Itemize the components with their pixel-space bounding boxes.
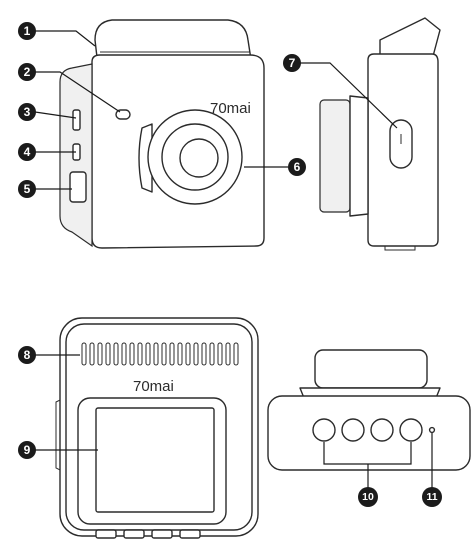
front-view: 70mai — [59, 19, 265, 249]
bottom-button-c — [370, 418, 394, 442]
leader-lines — [34, 30, 433, 488]
svg-text:3: 3 — [24, 105, 31, 119]
brand-logo-front: 70mai — [210, 100, 251, 117]
side-lens-protrusion — [319, 99, 351, 213]
callout-6: 6 — [288, 158, 306, 176]
port-slot-5 — [69, 171, 87, 203]
callout-2: 2 — [18, 63, 36, 81]
side-lens-collar — [349, 95, 369, 217]
back-view: 70mai — [55, 317, 259, 539]
svg-text:11: 11 — [426, 491, 437, 503]
bottom-button-d — [399, 418, 423, 442]
svg-text:4: 4 — [24, 145, 31, 159]
screen — [95, 407, 215, 513]
svg-text:2: 2 — [24, 65, 31, 79]
callout-3: 3 — [18, 103, 36, 121]
svg-text:8: 8 — [24, 348, 31, 362]
svg-text:9: 9 — [24, 443, 31, 457]
bottom-body — [267, 395, 471, 471]
brand-logo-back: 70mai — [133, 378, 174, 395]
bottom-button-3 — [151, 529, 173, 539]
svg-text:6: 6 — [294, 160, 301, 174]
lens-bezel-side — [138, 123, 153, 193]
lens-glass — [179, 138, 219, 178]
callout-7: 7 — [283, 54, 301, 72]
side-view — [319, 17, 441, 251]
bottom-view — [267, 349, 471, 471]
speaker-grille — [81, 342, 239, 366]
bottom-button-a — [312, 418, 336, 442]
callout-1: 1 — [18, 22, 36, 40]
port-slot-3 — [72, 109, 81, 131]
callout-5: 5 — [18, 180, 36, 198]
callout-4: 4 — [18, 143, 36, 161]
callout-8: 8 — [18, 346, 36, 364]
callout-9: 9 — [18, 441, 36, 459]
svg-text:1: 1 — [24, 24, 31, 38]
bottom-button-4 — [179, 529, 201, 539]
reset-hole — [428, 426, 436, 434]
bottom-mount — [314, 349, 428, 389]
svg-text:5: 5 — [24, 182, 31, 196]
bottom-button-2 — [123, 529, 145, 539]
callout-11: 11 — [422, 487, 442, 507]
bottom-button-b — [341, 418, 365, 442]
svg-text:7: 7 — [289, 56, 296, 70]
svg-text:10: 10 — [362, 491, 374, 503]
callout-10: 10 — [358, 487, 378, 507]
bottom-button-1 — [95, 529, 117, 539]
